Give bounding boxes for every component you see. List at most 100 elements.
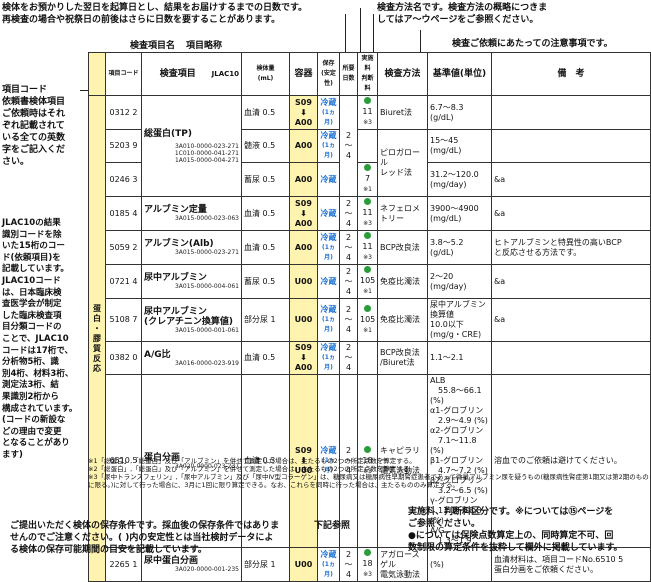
item-code: 0382 0 [105, 341, 142, 375]
specimen-volume: 血清 0.5 [241, 341, 290, 375]
item-code-callout: 項目コード 依頼書検体項目 ご依頼時はそれ ぞれ記載されて いる全ての英数 字を… [2, 85, 66, 167]
days-cell: 2～4 [339, 196, 358, 231]
category-char: 応 [93, 363, 101, 373]
item-cell: アルブミン(Alb)3A015-0000-023-271 [141, 230, 242, 265]
storage-cell: 冷蔵 [317, 264, 340, 299]
item-name-callout: 検査項目名 [130, 41, 176, 51]
fee-cell: 11※3 [357, 95, 378, 130]
days-cell: 2～4 [339, 547, 358, 582]
category-column: 蛋白・膠質反応 [88, 95, 106, 582]
fee-cell: 11※3 [357, 230, 378, 265]
container-code: S09 ⬇ U00 [289, 374, 318, 548]
jlac-code: 3A010-0000-023-271 1C010-0000-041-271 1A… [174, 142, 239, 164]
note-cell: ヒトアルブミンと特異性の高いBCP と反応させる方法です。 [491, 230, 651, 265]
jlac-code: 3A015-0000-004-061 [174, 283, 239, 290]
item-name: 蛋白分画 [144, 452, 181, 463]
jlac-code: 3A015-0000-023-271 [174, 249, 239, 256]
note-cell: &a [491, 196, 651, 231]
item-cell: 総蛋白(TP)3A010-0000-023-271 1C010-0000-041… [141, 95, 242, 197]
storage-cell: 冷蔵(1ヵ月) [317, 230, 340, 265]
header-ref: 基準値(単位) [427, 52, 492, 96]
footnotes: ※1「総蛋白」,「総蛋白」及び「アルブミン」を併せて測定した場合は、主たるもの2… [88, 457, 650, 489]
specimen-volume: 蓄尿 0.5 [241, 162, 290, 197]
container-code: S09 ⬇ A00 [289, 95, 318, 130]
header-note: 備 考 [491, 52, 651, 96]
days-cell: 2～4 [339, 95, 358, 197]
method-callout: 検査方法名です。検査方法の概略につきま してはア～ウページをご参照ください。 [377, 3, 548, 25]
jlac-code: 3A015-0000-023-063 [174, 215, 239, 222]
fee-dot-icon [364, 97, 371, 104]
container-code: U00 [289, 298, 318, 342]
jlac-code: 3A016-0000-023-919 [174, 359, 239, 367]
jlac-code: 3A020-0000-023-237 [174, 462, 239, 470]
category-char: 反 [93, 353, 101, 363]
days-cell: 2～4 [339, 230, 358, 265]
storage-callout: ご提出いただく検体の保存条件です。採血後の保存条件ではありま せんのでご注意くだ… [10, 521, 280, 555]
item-name: アルブミン定量 [144, 205, 207, 215]
header-code: 項目コード [105, 52, 142, 96]
container-code: A00 [289, 129, 318, 163]
ref-cell: 3.8～5.2 (g/dL) [427, 230, 492, 265]
method-cell: ピロガロール レッド法 [377, 129, 428, 197]
item-name: 尿中蛋白分画 [144, 556, 199, 566]
storage-cell: 冷蔵 [317, 196, 340, 231]
item-cell: 尿中アルブミン (クレアチニン換算値)3A015-0000-001-061 [141, 298, 242, 342]
days-cell: 2～4 [339, 264, 358, 299]
ref-cell: 31.2～120.0 (mg/day) [427, 162, 492, 197]
item-code: 0185 4 [105, 196, 142, 231]
ref-cell: 6.7～8.3 (g/dL) [427, 95, 492, 130]
item-name: 尿中アルブミン [144, 273, 207, 283]
fee-cell: 105※1 [357, 264, 378, 299]
caution-callout: 検査ご依頼にあたっての注意事項です。 [452, 39, 613, 49]
item-code: 2265 1 [105, 547, 142, 582]
note-cell: &a [491, 162, 651, 197]
fee-cell: 18※3 [357, 547, 378, 582]
specimen-volume: 部分尿 1 [241, 298, 290, 342]
fee-cell [357, 129, 378, 163]
container-code: S09 ⬇ A00 [289, 341, 318, 375]
method-cell: Biuret法 [377, 95, 428, 130]
item-code: 0721 4 [105, 264, 142, 299]
footnote-2: ※2「総蛋白」,「総蛋白」及び「アルブミン」を併せて測定した場合は、主たるもの2… [88, 465, 416, 473]
fee-dot-icon [364, 266, 371, 273]
fee-dot-icon [364, 549, 371, 556]
specimen-volume: 血清 0.5 [241, 230, 290, 265]
method-cell: BCP改良法 /Biuret法 [377, 341, 428, 375]
header-fee: 実施料 判断料 [357, 52, 378, 96]
footnote-1: ※1「総蛋白」,「総蛋白」及び「アルブミン」を併せて測定した場合は、主たるもの2… [88, 457, 416, 465]
days-cell: 2～4 [339, 341, 358, 375]
ref-cell: ALB 55.8～66.1 (%) α1-グロブリン 2.9～4.9 (%) α… [427, 374, 492, 548]
category-char: 質 [93, 343, 101, 353]
fee-dot-icon [364, 445, 371, 453]
storage-cell: 冷蔵(1ヵ月) [317, 95, 340, 130]
fee-dot-icon [364, 164, 371, 171]
note-cell: &a [491, 264, 651, 299]
specimen-volume: 血清 0.5 [241, 95, 290, 130]
fee-cell: 105※1 [357, 298, 378, 342]
item-code: 5059 2 [105, 230, 142, 265]
category-char: 白 [93, 313, 101, 323]
item-code: 5203 9 [105, 129, 142, 163]
note-cell [491, 95, 651, 130]
storage-cell: 冷蔵(1ヵ月) [317, 129, 340, 163]
category-char: 蛋 [93, 303, 101, 313]
specimen-volume: 部分尿 1 [241, 547, 290, 582]
ref-cell: 尿中アルブミン換算値 10.0以下 (mg/g・CRE) [427, 298, 492, 342]
note-cell [491, 129, 651, 163]
item-name: A/G比 [144, 349, 171, 360]
ref-cell: 1.1～2.1 [427, 341, 492, 375]
storage-cell: 冷蔵(1ヵ月) [317, 298, 340, 342]
method-cell: 免疫比濁法 [377, 264, 428, 299]
header-storage: 保存 (安定性) [317, 52, 340, 96]
note-cell: &a [491, 298, 651, 342]
